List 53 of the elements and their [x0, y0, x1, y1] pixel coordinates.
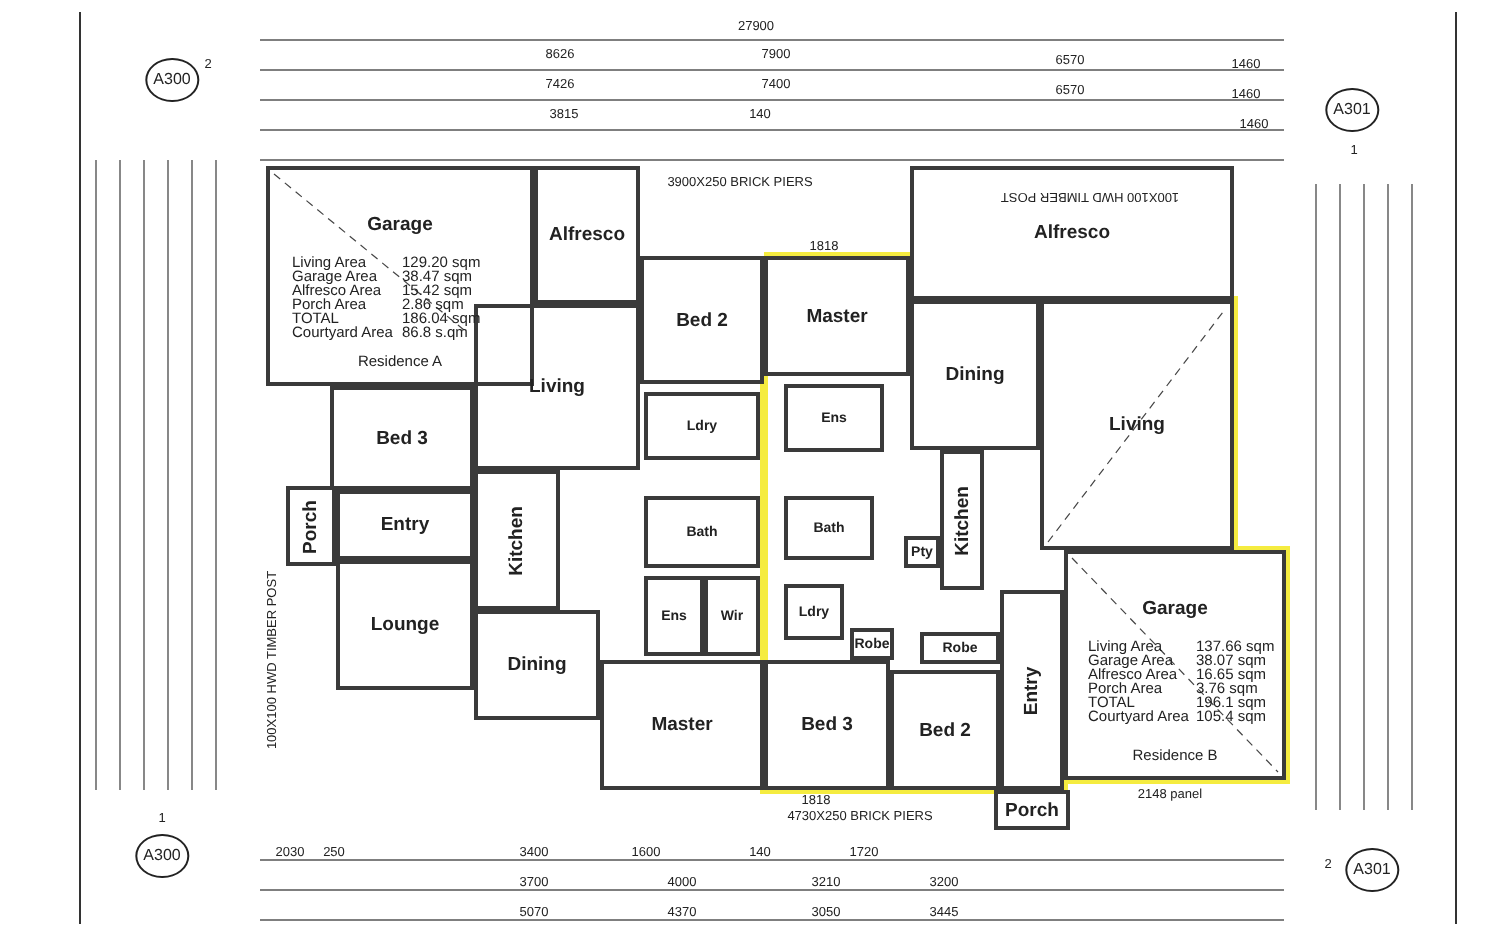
room-outline — [330, 386, 474, 490]
room-name: Master — [806, 305, 868, 327]
room-name: Kitchen — [951, 485, 973, 555]
room-outline — [336, 490, 474, 560]
room-outline — [474, 610, 600, 720]
room-outline — [764, 256, 910, 376]
room-outline — [534, 166, 640, 304]
room-name: Alfresco — [548, 224, 625, 246]
room-name: Porch — [300, 499, 322, 553]
section-marker: A301 — [1345, 848, 1399, 892]
room-name: Garage — [1142, 598, 1208, 620]
room-outline — [640, 256, 764, 384]
room-name: Entry — [380, 514, 430, 536]
room-outline — [600, 660, 764, 790]
room-name: Master — [651, 714, 713, 736]
room-outline — [764, 660, 890, 790]
room-outline — [904, 536, 940, 568]
room-name: Bed 2 — [676, 309, 728, 331]
room-outline — [940, 450, 984, 590]
room-name: Bed 3 — [801, 714, 853, 736]
room-name: Living — [529, 376, 585, 398]
room-outline — [890, 670, 1000, 790]
room-outline — [336, 560, 474, 690]
room-outline — [704, 576, 760, 656]
room-outline — [784, 584, 844, 640]
room-outline — [266, 166, 534, 386]
room-outline — [910, 300, 1040, 450]
room-outline — [920, 632, 1000, 664]
room-name: Porch — [1005, 799, 1059, 821]
section-marker: A300 — [145, 58, 199, 102]
room-name: Alfresco — [1033, 222, 1110, 244]
room-name: Entry — [1021, 665, 1043, 715]
room-outline — [1000, 590, 1064, 790]
room-name: Dining — [945, 364, 1005, 386]
room-outline — [784, 496, 874, 560]
section-marker: A300 — [135, 834, 189, 878]
room-outline — [474, 470, 560, 610]
room-outline — [286, 486, 336, 566]
room-name: Living — [1109, 414, 1165, 436]
room-name: Bed 2 — [919, 719, 971, 741]
room-outline — [850, 628, 894, 660]
room-name: Bed 3 — [376, 427, 428, 449]
room-outline — [644, 576, 704, 656]
room-outline — [644, 392, 760, 460]
room-outline — [910, 166, 1234, 300]
room-name: Garage — [367, 214, 433, 236]
room-name: Kitchen — [506, 505, 528, 575]
room-outline — [784, 384, 884, 452]
section-marker: A301 — [1325, 88, 1379, 132]
room-outline — [994, 790, 1070, 830]
room-name: Dining — [507, 654, 567, 676]
room-name: Lounge — [370, 614, 440, 636]
room-outline — [644, 496, 760, 568]
